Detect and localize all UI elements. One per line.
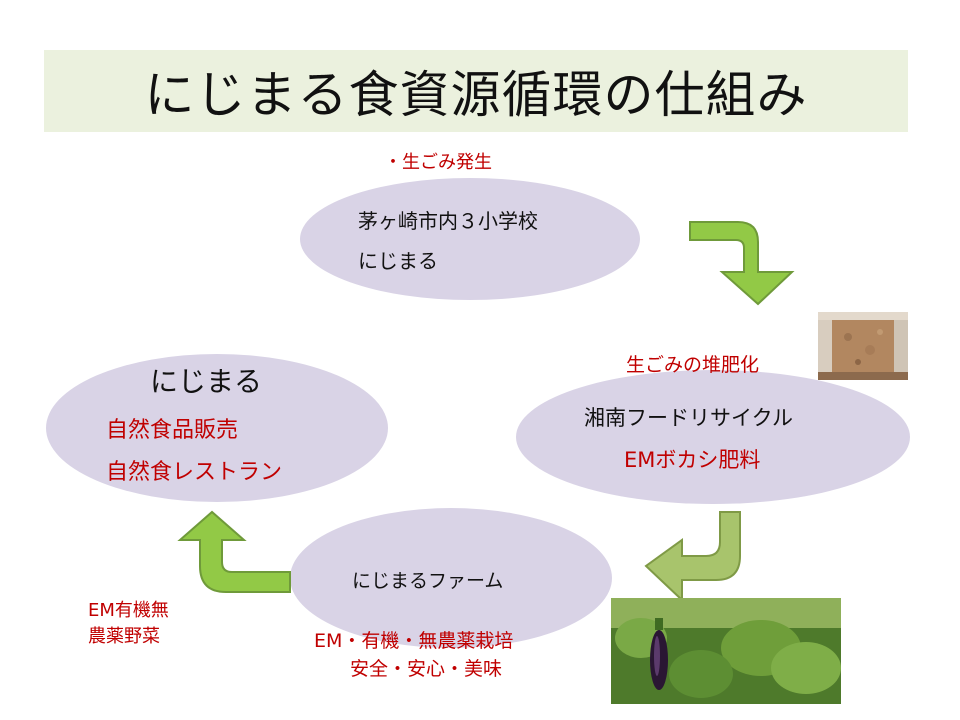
annotation-em-vegetables-2: 農薬野菜 (88, 626, 160, 647)
annotation-farming-1: EM・有機・無農薬栽培 (314, 630, 514, 652)
store-line3: 自然食レストラン (106, 460, 283, 485)
recycle-line1: 湘南フードリサイクル (584, 406, 793, 430)
title-band: にじまる食資源循環の仕組み (44, 50, 908, 132)
eggplant-photo (611, 598, 841, 704)
page-title: にじまる食資源循環の仕組み (144, 66, 808, 124)
annotation-waste-generation: ・生ごみ発生 (384, 152, 492, 173)
farm-line1: にじまるファーム (352, 570, 504, 592)
schools-line1: 茅ヶ崎市内３小学校 (358, 209, 538, 233)
arrow-schools-to-recycle (689, 221, 795, 306)
compost-photo (818, 312, 908, 380)
node-store (46, 354, 388, 502)
store-line1: にじまる (150, 365, 263, 398)
annotation-composting: 生ごみの堆肥化 (626, 354, 760, 376)
node-farm (290, 508, 612, 648)
node-schools (300, 178, 640, 300)
arrow-recycle-to-farm (644, 511, 741, 603)
annotation-farming-2: 安全・安心・美味 (350, 658, 503, 680)
node-recycle (516, 370, 910, 504)
annotation-em-vegetables-1: EM有機無 (88, 600, 169, 621)
store-line2: 自然食品販売 (106, 418, 239, 443)
arrow-farm-to-store (177, 510, 291, 593)
recycle-line2: EMボカシ肥料 (624, 448, 761, 472)
schools-line2: にじまる (358, 249, 438, 273)
